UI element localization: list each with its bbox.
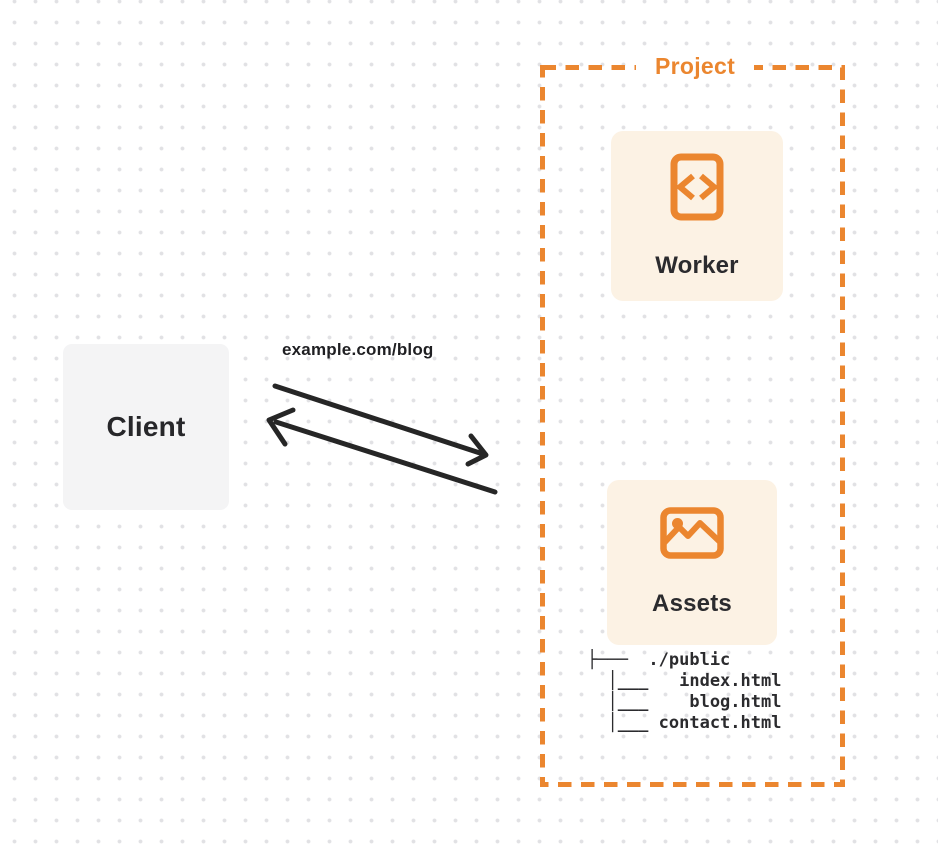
client-node: Client xyxy=(63,344,229,510)
response-arrow xyxy=(266,407,498,495)
worker-card: Worker xyxy=(611,131,783,301)
request-url-label: example.com/blog xyxy=(282,340,434,359)
client-label: Client xyxy=(106,411,186,442)
file-tree-line: │___ index.html xyxy=(587,671,782,691)
worker-label: Worker xyxy=(655,251,739,279)
assets-card: Assets xyxy=(607,480,777,645)
assets-label: Assets xyxy=(652,590,732,617)
file-tree-line: │___ contact.html xyxy=(587,713,782,733)
file-tree-line: ├─── ./public xyxy=(587,650,731,670)
code-file-icon xyxy=(670,153,724,226)
project-label: Project xyxy=(636,51,754,81)
assets-file-tree: ├─── ./public │___ index.html │___ blog.… xyxy=(587,650,781,734)
image-icon xyxy=(660,507,724,564)
request-arrow xyxy=(272,383,489,467)
file-tree-line: │___ blog.html xyxy=(587,692,782,712)
